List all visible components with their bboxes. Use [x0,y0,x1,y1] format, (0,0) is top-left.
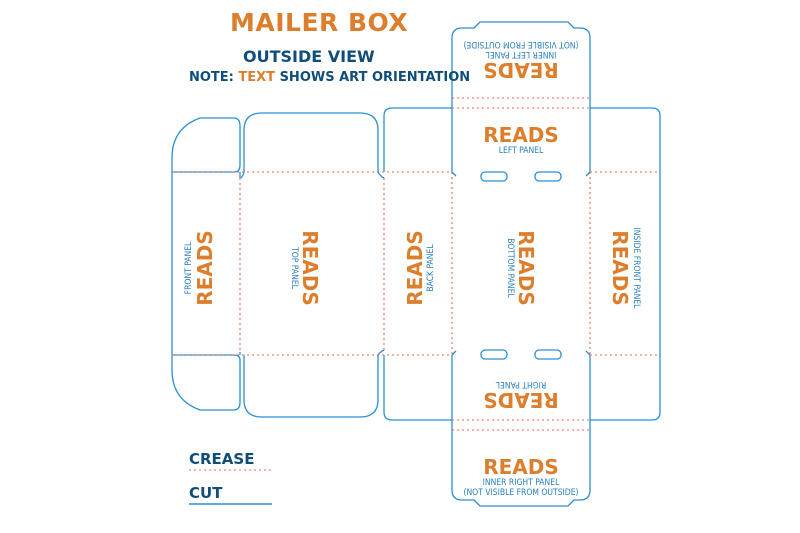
page-subtitle: OUTSIDE VIEW [243,47,375,66]
top-panel-outline [243,112,379,172]
inner-right-panel-title: READS [483,455,559,479]
back-panel-text: BACK PANEL [426,244,436,292]
inner-right-panel-text: INNER RIGHT PANEL [482,478,560,488]
right-panel-label: READS RIGHT PANEL [483,379,559,412]
cut-legend-label: CUT [189,484,223,502]
inner-right-panel-note: (NOT VISIBLE FROM OUTSIDE) [463,488,579,498]
orientation-note: NOTE: TEXT SHOWS ART ORIENTATION [189,70,470,85]
note-prefix: NOTE: [189,70,239,85]
lock-slot [534,171,562,182]
note-suffix: SHOWS ART ORIENTATION [275,70,471,85]
left-panel-label: READS LEFT PANEL [483,124,559,156]
page-title: MAILER BOX [230,8,409,37]
inside-front-panel-title: READS [608,230,632,306]
crease-legend-label: CREASE [189,450,255,468]
note-highlight: TEXT [238,70,276,85]
lock-slot [480,349,508,360]
inner-left-outline [451,21,591,108]
bottom-panel-text: BOTTOM PANEL [505,238,515,298]
front-panel-outline [171,117,241,173]
front-panel-label: READS FRONT PANEL [184,230,217,306]
back-panel-title: READS [403,230,427,306]
bottom-panel-title: READS [514,230,538,306]
inner-left-panel-title: READS [483,58,559,82]
inside-front-panel-text: INSIDE FRONT PANEL [631,227,641,309]
front-panel-title: READS [193,230,217,306]
top-panel-title: READS [298,230,322,306]
back-panel-label: READS BACK PANEL [403,230,436,306]
inner-right-panel-label: READS INNER RIGHT PANEL (NOT VISIBLE FRO… [463,456,578,498]
top-panel-text: TOP PANEL [289,247,299,289]
right-panel-text: RIGHT PANEL [495,379,547,389]
inner-left-panel-label: READS INNER LEFT PANEL (NOT VISIBLE FROM… [463,39,579,82]
inner-right-outline [451,420,591,507]
top-panel-label: READS TOP PANEL [289,230,322,306]
inner-left-panel-note: (NOT VISIBLE FROM OUTSIDE) [463,39,579,49]
crease-lines [172,97,660,431]
bottom-panel-label: READS BOTTOM PANEL [505,230,538,306]
lock-slot [534,349,562,360]
left-panel-text: LEFT PANEL [498,146,544,156]
inner-left-panel-text: INNER LEFT PANEL [485,49,557,59]
back-panel-outline [383,107,452,172]
left-panel-title: READS [483,123,559,147]
right-panel-title: READS [483,388,559,412]
lock-slot [480,171,508,182]
inside-front-panel-label: READS INSIDE FRONT PANEL [608,227,641,309]
